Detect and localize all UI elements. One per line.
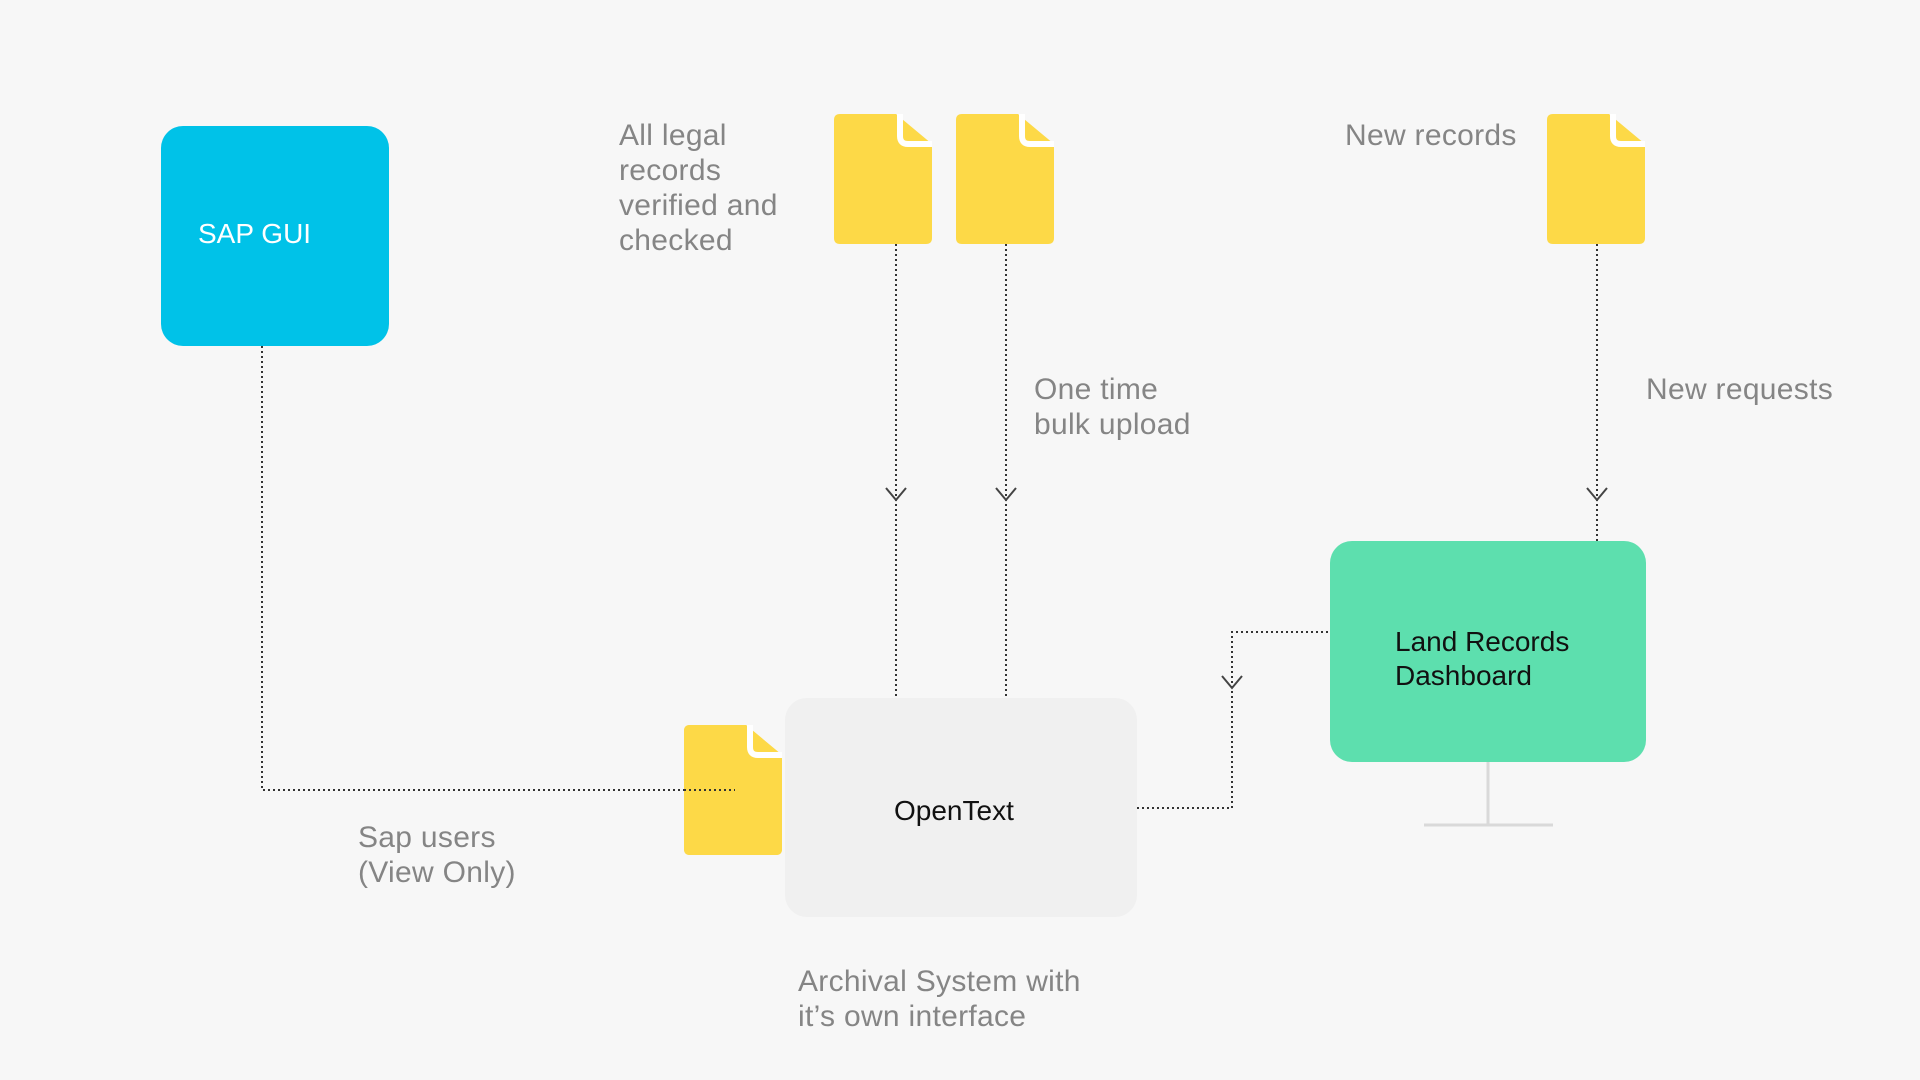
land-records-dashboard-node[interactable]: Land Records Dashboard [1330, 541, 1646, 762]
document-icon [834, 114, 932, 244]
arrowhead-icon [1586, 487, 1608, 502]
new-requests-annotation: New requests [1646, 373, 1834, 406]
edge-opentext-to-dashboard [1137, 631, 1330, 809]
opentext-node[interactable]: OpenText [785, 698, 1137, 917]
arrowhead-icon [1221, 675, 1243, 690]
document-icon [956, 114, 1054, 244]
sap-gui-label: SAP GUI [198, 218, 312, 249]
arrowhead-icon [995, 487, 1017, 502]
legal-records-annotation: All legal records verified and checked [619, 119, 778, 258]
arrowhead-icon [885, 487, 907, 502]
land-records-dashboard-label: Land Records Dashboard [1395, 626, 1570, 691]
sap-gui-node[interactable]: SAP GUI [161, 126, 389, 346]
document-icon [684, 725, 782, 855]
sap-users-annotation: Sap users (View Only) [358, 821, 516, 890]
monitor-stand-icon [1424, 762, 1553, 827]
edge-sap-gui-to-opentext [261, 346, 735, 791]
document-icon [1547, 114, 1645, 244]
new-records-annotation: New records [1345, 119, 1517, 152]
opentext-label: OpenText [894, 795, 1014, 826]
archival-system-annotation: Archival System with it’s own interface [798, 965, 1081, 1034]
bulk-upload-annotation: One time bulk upload [1034, 373, 1191, 442]
